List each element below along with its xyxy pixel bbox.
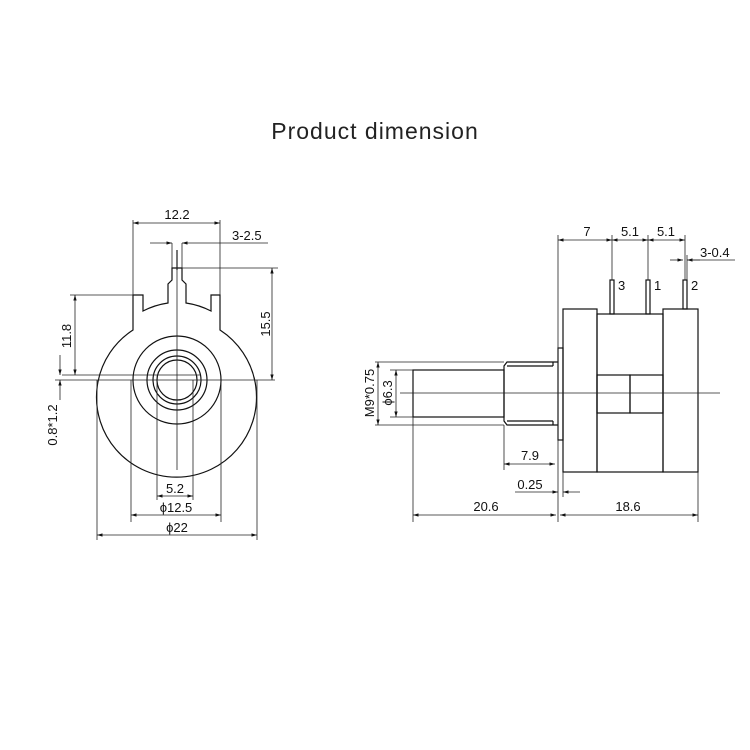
dim-pin-size: 3-0.4	[700, 245, 730, 260]
front-block	[562, 308, 598, 473]
dim-flat: 5.2	[166, 481, 184, 496]
dim-flange: 0.25	[517, 477, 542, 492]
dim-pin-offset: 7	[583, 224, 590, 239]
pin-1	[645, 279, 651, 315]
flange	[557, 347, 564, 441]
dim-pin-pitch-2: 5.1	[657, 224, 675, 239]
rear-block	[662, 308, 699, 473]
pin-label-3: 3	[618, 278, 625, 293]
page-title: Product dimension	[271, 118, 479, 144]
dim-body-dia: ϕ22	[166, 520, 188, 535]
dim-bushing-dia: ϕ12.5	[160, 500, 193, 515]
dim-width-top: 12.2	[164, 207, 189, 222]
bushing	[503, 361, 558, 426]
dim-body-len: 18.6	[615, 499, 640, 514]
dim-height-pin: 15.5	[258, 311, 273, 336]
pin-label-2: 2	[691, 278, 698, 293]
side-view: 3 1 2 7 5.1 5.1 3-0.4 M9*0.75 ϕ6.3 7.9	[362, 224, 735, 522]
dim-height-tab: 11.8	[59, 324, 74, 348]
front-view: 12.2 3-2.5 15.5 11.8 0.8*1.2 5.2 ϕ12.5 ϕ…	[45, 207, 278, 540]
dim-thread: M9*0.75	[362, 369, 377, 417]
dim-shaft-dia: ϕ6.3	[380, 380, 395, 405]
dim-shaft-len: 20.6	[473, 499, 498, 514]
pin-3	[609, 279, 615, 315]
dim-pin-pitch-1: 5.1	[621, 224, 639, 239]
dim-offset: 0.8*1.2	[45, 404, 60, 445]
dim-pin-width: 3-2.5	[232, 228, 262, 243]
shaft	[412, 369, 505, 418]
pin-label-1: 1	[654, 278, 661, 293]
dim-bushing-len: 7.9	[521, 448, 539, 463]
pin-2	[682, 279, 688, 310]
body-outline	[95, 267, 258, 478]
